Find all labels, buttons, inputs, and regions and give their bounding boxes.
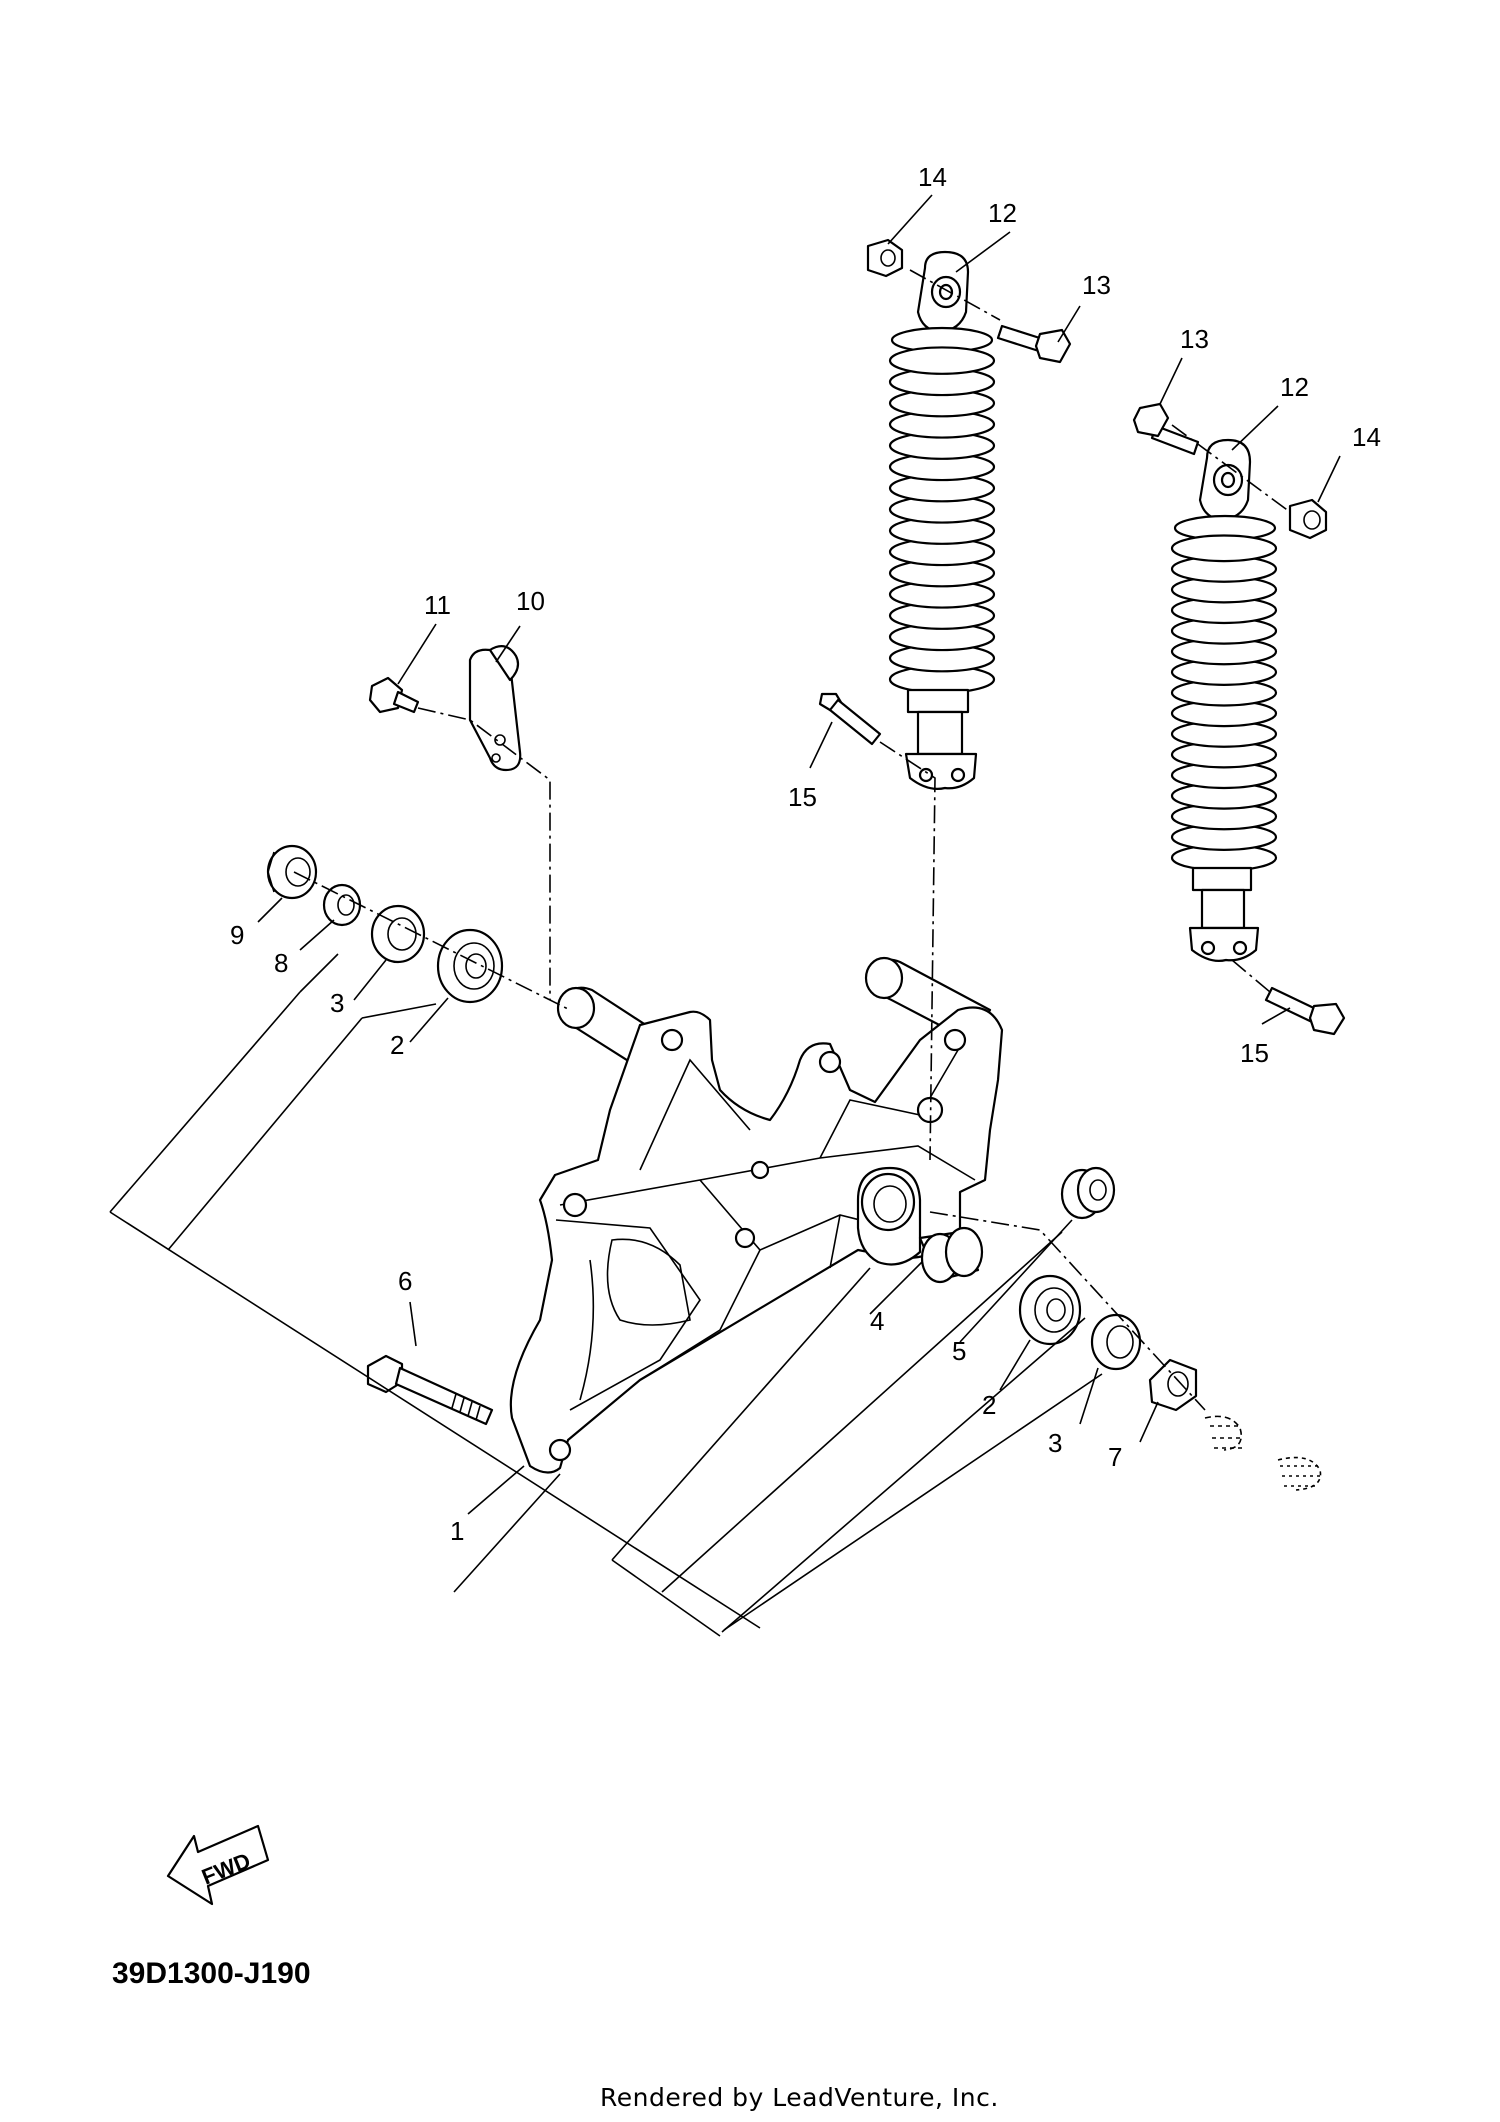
oil-seal-3-right xyxy=(1090,1313,1142,1371)
spring-coil xyxy=(1170,534,1278,563)
callout-3-right: 3 xyxy=(1048,1428,1062,1458)
bolt-13-upper xyxy=(996,324,1072,364)
oil-seal-3-left xyxy=(370,904,426,964)
callout-13-right: 13 xyxy=(1180,324,1209,354)
leader-lines xyxy=(257,194,1341,1515)
bolt-11 xyxy=(368,676,420,714)
diagram-code: 39D1300-J190 xyxy=(112,1957,311,1990)
callout-5: 5 xyxy=(952,1336,966,1366)
callout-3-left: 3 xyxy=(330,988,344,1018)
bracket-10 xyxy=(468,645,522,772)
phantom-axle xyxy=(1204,1415,1322,1491)
bolt-15-right xyxy=(1264,986,1346,1036)
callout-1: 1 xyxy=(450,1516,464,1546)
callout-14-upper: 14 xyxy=(918,162,947,192)
callout-8: 8 xyxy=(274,948,288,978)
callout-15-right: 15 xyxy=(1240,1038,1269,1068)
bolt-13-right xyxy=(1132,402,1200,456)
nut-14-right xyxy=(1288,498,1328,540)
callout-15-upper: 15 xyxy=(788,782,817,812)
callout-10: 10 xyxy=(516,586,545,616)
callout-6: 6 xyxy=(398,1266,412,1296)
bearing-2-right xyxy=(1018,1274,1082,1346)
callout-4: 4 xyxy=(870,1306,884,1336)
callout-2-right: 2 xyxy=(982,1390,996,1420)
bushing-4 xyxy=(918,1226,984,1284)
center-lines xyxy=(293,269,1291,1411)
shock-absorber-right xyxy=(1170,438,1278,962)
spring-coil xyxy=(888,346,996,375)
callout-13-upper: 13 xyxy=(1082,270,1111,300)
rear-arm xyxy=(509,956,1004,1474)
callout-labels: 14 12 13 13 12 14 11 10 15 15 9 8 3 2 6 … xyxy=(230,162,1381,1546)
shock-absorber-upper xyxy=(888,250,996,790)
callout-2-left: 2 xyxy=(390,1030,404,1060)
callout-12-right: 12 xyxy=(1280,372,1309,402)
nut-9 xyxy=(266,844,318,900)
bolt-6 xyxy=(366,1354,494,1426)
callout-14-right: 14 xyxy=(1352,422,1381,452)
bolt-15-upper xyxy=(818,692,882,746)
collar-8 xyxy=(322,883,362,927)
callout-11: 11 xyxy=(424,590,451,620)
bearing-2-left xyxy=(436,928,504,1004)
callout-9: 9 xyxy=(230,920,244,950)
callout-12-upper: 12 xyxy=(988,198,1017,228)
collar-5 xyxy=(1060,1166,1116,1220)
fwd-arrow-icon: FWD xyxy=(166,1824,270,1906)
render-credit: Rendered by LeadVenture, Inc. xyxy=(600,2083,999,2112)
nut-14-upper xyxy=(866,238,904,278)
reference-lines xyxy=(109,953,1103,1637)
collar-7 xyxy=(1148,1358,1198,1412)
callout-7: 7 xyxy=(1108,1442,1122,1472)
